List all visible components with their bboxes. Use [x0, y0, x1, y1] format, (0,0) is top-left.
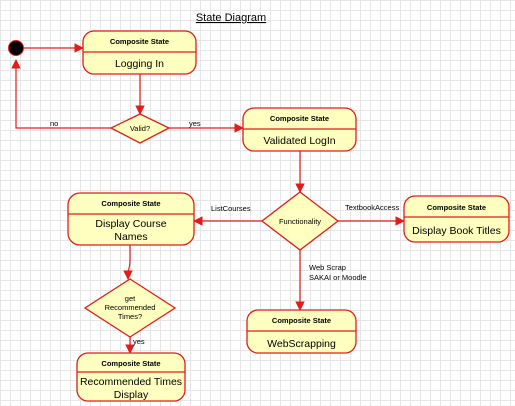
decision-functionality[interactable]: Functionality [260, 191, 340, 251]
state-header: Composite State [101, 359, 160, 368]
state-header: Composite State [101, 199, 160, 208]
decision-valid[interactable]: Valid? [109, 113, 171, 144]
state-label: Display Book Titles [412, 225, 501, 237]
edge-label-web-scrap-1: Web Scrap [309, 263, 346, 272]
edge-label-no: no [50, 119, 58, 128]
edge-label-web-scrap-2: SAKAI or Moodle [309, 273, 367, 282]
state-label-line-2: Display [114, 389, 149, 401]
state-header: Composite State [272, 316, 331, 325]
state-label-line-2: Names [114, 231, 147, 243]
edge-label-list-courses: ListCourses [211, 204, 251, 213]
edge-course-names-to-recommended [123, 245, 133, 280]
state-label: WebScrapping [267, 338, 336, 350]
decision-label-line-2: Recommended [105, 303, 156, 312]
initial-node-icon[interactable] [8, 40, 24, 56]
state-header: Composite State [427, 203, 486, 212]
edge-label-yes-recommended: yes [133, 337, 145, 346]
decision-label: Functionality [279, 217, 321, 226]
state-header: Composite State [110, 37, 169, 46]
decision-recommended-times[interactable]: get Recommended Times? [83, 278, 177, 338]
edge-label-yes-valid: yes [189, 119, 201, 128]
state-label: Validated LogIn [263, 135, 335, 147]
state-display-book-titles[interactable]: Composite State Display Book Titles [403, 195, 510, 243]
diagram-title: State Diagram [196, 12, 266, 24]
state-recommended-times-display[interactable]: Composite State Recommended Times Displa… [76, 352, 186, 402]
decision-label: Valid? [130, 124, 150, 133]
edges [11, 43, 405, 354]
state-header: Composite State [270, 114, 329, 123]
state-webscrapping[interactable]: Composite State WebScrapping [246, 309, 357, 354]
state-validated-login[interactable]: Composite State Validated LogIn [242, 107, 357, 152]
state-logging-in[interactable]: Composite State Logging In [82, 30, 197, 75]
state-label: Logging In [115, 58, 164, 70]
edge-label-textbook-access: TextbookAccess [345, 203, 399, 212]
decision-label-line-1: get [125, 294, 136, 303]
state-display-course-names[interactable]: Composite State Display Course Names [67, 192, 195, 246]
decision-label-line-3: Times? [118, 312, 142, 321]
state-label-line-1: Recommended Times [80, 376, 182, 388]
edge-valid-no-to-initial [11, 59, 111, 129]
state-label-line-1: Display Course [95, 218, 166, 230]
